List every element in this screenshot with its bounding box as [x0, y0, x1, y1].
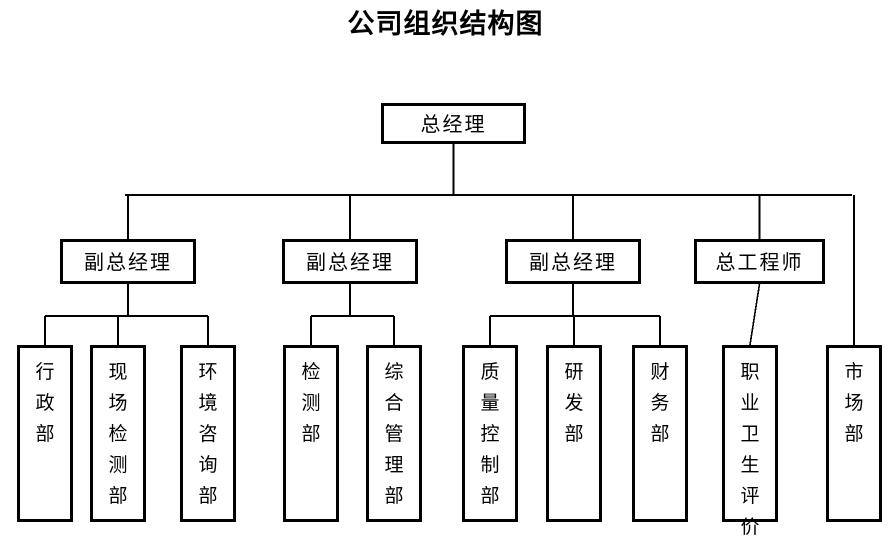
node-finance-department[interactable]: 财务部	[632, 345, 688, 522]
node-onsite-inspection-department[interactable]: 现场检测部	[90, 345, 146, 522]
node-deputy-general-manager-2[interactable]: 副总经理	[282, 239, 418, 284]
node-chief-engineer[interactable]: 总工程师	[694, 239, 825, 284]
node-label: 副总经理	[529, 249, 617, 274]
node-environmental-consulting-department[interactable]: 环境咨询部	[180, 345, 236, 522]
node-label: 市场部	[844, 361, 864, 445]
node-label: 职业卫生评价部	[740, 361, 760, 538]
node-label: 检测部	[301, 361, 321, 445]
node-general-management-department[interactable]: 综合管理部	[366, 345, 422, 522]
node-marketing-department[interactable]: 市场部	[826, 345, 882, 522]
node-label: 财务部	[650, 361, 670, 445]
node-label: 总工程师	[715, 249, 804, 274]
node-occupational-health-assessment-department[interactable]: 职业卫生评价部	[722, 345, 778, 538]
node-label: 综合管理部	[384, 361, 404, 507]
node-research-development-department[interactable]: 研发部	[546, 345, 602, 522]
node-label: 研发部	[564, 361, 584, 445]
node-quality-control-department[interactable]: 质量控制部	[462, 345, 518, 522]
node-testing-department[interactable]: 检测部	[283, 345, 339, 522]
node-deputy-general-manager-1[interactable]: 副总经理	[60, 239, 196, 284]
node-label: 环境咨询部	[198, 361, 218, 507]
node-label: 副总经理	[306, 249, 394, 274]
node-label: 行政部	[35, 361, 55, 445]
node-label: 质量控制部	[480, 361, 500, 507]
connector-group	[44, 144, 855, 346]
page-title: 公司组织结构图	[347, 9, 544, 40]
node-administration-department[interactable]: 行政部	[17, 345, 73, 522]
node-deputy-general-manager-3[interactable]: 副总经理	[505, 239, 641, 284]
node-label: 现场检测部	[108, 361, 128, 507]
node-label: 副总经理	[84, 249, 172, 274]
connector-single-stem-3	[749, 283, 761, 346]
node-label: 总经理	[420, 111, 487, 136]
node-general-manager[interactable]: 总经理	[381, 103, 526, 144]
